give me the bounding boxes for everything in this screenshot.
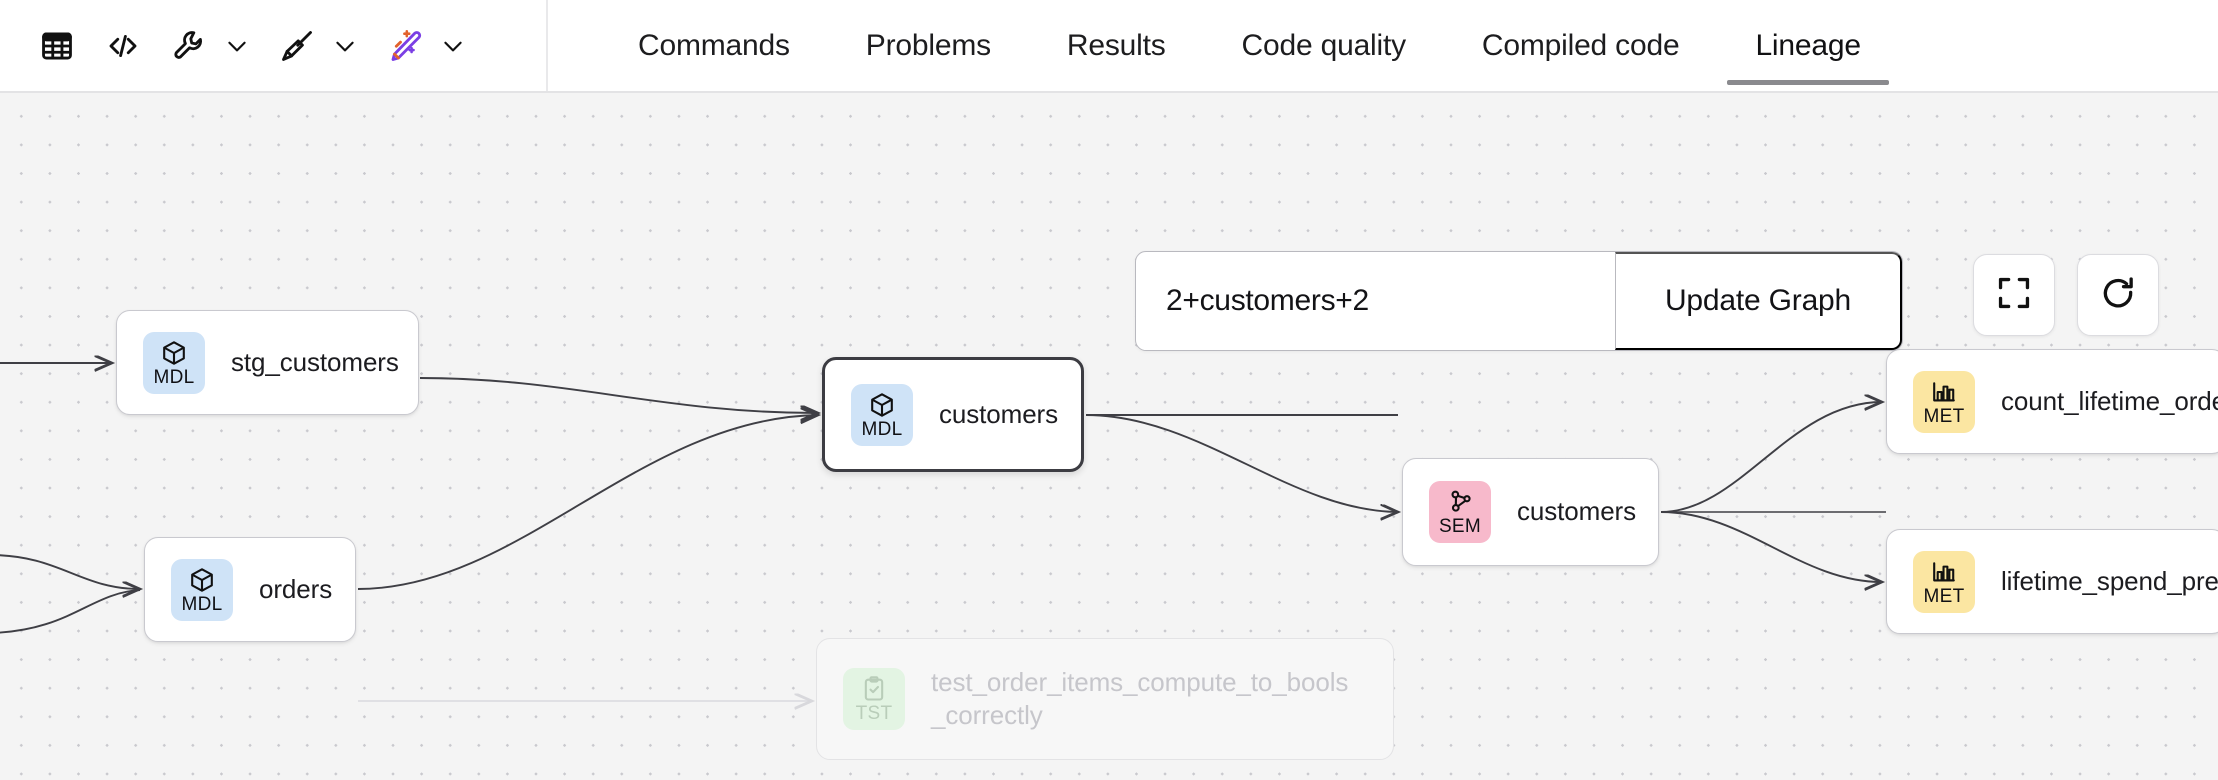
tab-label: Commands: [638, 28, 790, 62]
node-label: count_lifetime_orders: [2001, 385, 2218, 416]
node-label: lifetime_spend_pretax: [2001, 565, 2218, 596]
tab-label: Results: [1066, 28, 1166, 62]
chevron-down-icon-ai[interactable]: [432, 18, 474, 74]
magic-wand-icon[interactable]: [378, 18, 432, 74]
badge-sem: SEM: [1429, 481, 1491, 543]
chevron-down-icon-tools[interactable]: [216, 18, 258, 74]
table-view-icon[interactable]: [30, 18, 84, 74]
tab-problems[interactable]: Problems: [828, 0, 1029, 91]
lineage-node-count-lifetime-orders[interactable]: MET count_lifetime_orders: [1886, 349, 2218, 454]
badge-mdl: MDL: [143, 331, 205, 394]
badge-label: MET: [1923, 585, 1965, 607]
chevron-down-icon-format[interactable]: [324, 18, 366, 74]
lineage-edges: [0, 93, 1886, 780]
node-label: customers: [939, 398, 1059, 429]
tab-lineage[interactable]: Lineage: [1717, 0, 1898, 91]
tab-results[interactable]: Results: [1029, 0, 1204, 91]
tab-label: Code quality: [1241, 28, 1407, 62]
fullscreen-icon: [1995, 274, 2033, 317]
tab-label: Lineage: [1755, 28, 1861, 62]
tab-commands[interactable]: Commands: [600, 0, 828, 91]
result-tabs: Commands Problems Results Code quality C…: [548, 0, 2218, 91]
badge-met: MET: [1913, 550, 1975, 613]
node-label: customers: [1517, 496, 1637, 527]
refresh-icon: [2099, 274, 2137, 317]
lineage-node-orders[interactable]: MDL orders: [144, 537, 356, 642]
badge-label: MDL: [153, 366, 195, 388]
badge-met: MET: [1913, 370, 1975, 433]
badge-label: MDL: [181, 593, 223, 615]
lineage-node-stg-customers[interactable]: MDL stg_customers: [116, 310, 419, 415]
broom-icon[interactable]: [270, 18, 324, 74]
tab-label: Compiled code: [1481, 28, 1680, 62]
app-header: Commands Problems Results Code quality C…: [0, 0, 2218, 93]
reload-graph-button[interactable]: [2077, 254, 2159, 336]
graph-selector-bar: Update Graph: [1135, 251, 1903, 351]
badge-label: SEM: [1438, 516, 1482, 537]
badge-mdl: MDL: [851, 383, 913, 446]
tab-code-quality[interactable]: Code quality: [1204, 0, 1444, 91]
node-label: orders: [259, 573, 333, 604]
node-label: test_order_items_compute_to_bools _corre…: [931, 666, 1349, 730]
update-graph-button[interactable]: Update Graph: [1615, 252, 1902, 350]
code-view-icon[interactable]: [96, 18, 150, 74]
lineage-canvas[interactable]: MDL stg_customers MDL orders MDL custome…: [0, 93, 2218, 780]
fit-view-button[interactable]: [1973, 254, 2055, 336]
model-selector-input[interactable]: [1136, 252, 1615, 350]
tab-compiled-code[interactable]: Compiled code: [1444, 0, 1718, 91]
badge-label: TST: [855, 703, 893, 724]
badge-label: MDL: [861, 418, 903, 440]
node-label: stg_customers: [231, 346, 399, 377]
lineage-node-test-order-items[interactable]: TST test_order_items_compute_to_bools _c…: [816, 638, 1394, 760]
badge-label: MET: [1923, 405, 1965, 427]
wrench-icon[interactable]: [162, 18, 216, 74]
badge-mdl: MDL: [171, 558, 233, 621]
editor-toolbar: [0, 0, 548, 91]
badge-tst: TST: [843, 668, 905, 730]
tab-label: Problems: [865, 28, 991, 62]
lineage-node-customers-model[interactable]: MDL customers: [822, 357, 1084, 472]
lineage-node-lifetime-spend-pretax[interactable]: MET lifetime_spend_pretax: [1886, 529, 2218, 634]
lineage-node-customers-semantic[interactable]: SEM customers: [1402, 458, 1659, 566]
